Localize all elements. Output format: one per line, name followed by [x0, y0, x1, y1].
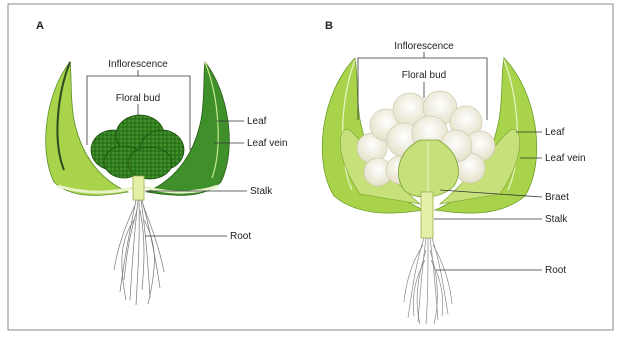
panel-a-label-leaf: Leaf [247, 116, 267, 127]
panel-a-label-root: Root [230, 231, 251, 242]
panel-b-label-floral-bud: Floral bud [402, 70, 446, 81]
panel-b-label-leaf: Leaf [545, 127, 565, 138]
panel-b-label-stalk: Stalk [545, 214, 568, 225]
panel-b: B Inflorescence Floral bud [322, 20, 585, 324]
panel-b-label-inflorescence: Inflorescence [394, 41, 454, 52]
panel-a: A Inflorescence Floral bud [36, 20, 288, 305]
panel-b-label-root: Root [545, 265, 566, 276]
panel-a-label-stalk: Stalk [250, 186, 273, 197]
panel-a-label-inflorescence: Inflorescence [108, 59, 168, 70]
panel-a-label-floral-bud: Floral bud [116, 93, 160, 104]
panel-b-label-leaf-vein: Leaf vein [545, 153, 586, 164]
panel-b-letter: B [325, 20, 333, 32]
panel-a-roots [114, 200, 164, 305]
panel-b-stalk [421, 192, 433, 238]
panel-a-letter: A [36, 20, 44, 32]
panel-b-label-bract: Braet [545, 192, 569, 203]
panel-a-stalk [133, 176, 144, 200]
panel-a-broccoli-head [91, 115, 184, 179]
panel-b-roots [404, 238, 452, 324]
panel-a-label-leaf-vein: Leaf vein [247, 138, 288, 149]
